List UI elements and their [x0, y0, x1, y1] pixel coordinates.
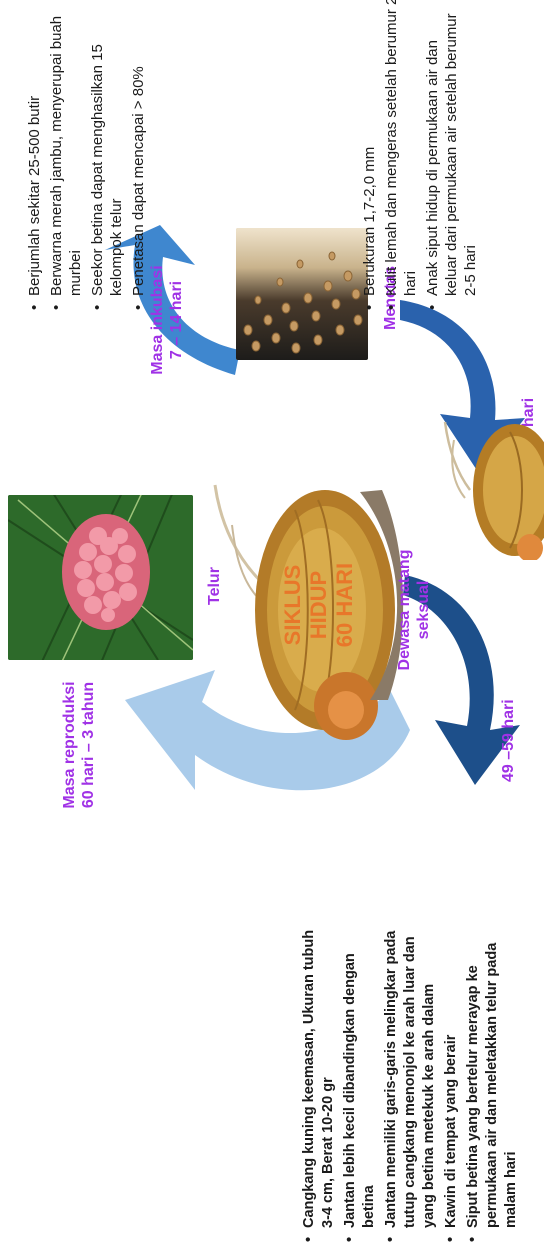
adult-fact: Kawin di tempat yang berair [442, 928, 461, 1228]
incubation-label: Masa inkubasi 7 – 14 hari [148, 250, 186, 390]
adult-fact: Cangkang kuning keemasan, Ukuran tubuh 3… [300, 928, 338, 1228]
egg-fact: Seekor betina dapat menghasilkan 15 kelo… [88, 0, 126, 296]
egg-fact: Berwarna merah jambu, menyerupai buah mu… [47, 0, 85, 296]
egg-facts-list: Berjumlah sekitar 25-500 butir Berwarna … [25, 0, 151, 310]
juvenile-snail-photo [440, 420, 544, 560]
hatchling-photo [236, 228, 368, 360]
adult-stage-label: Dewasa matang seksual [395, 530, 433, 690]
hatch-fact: Berukuran 1,7-2,0 mm [360, 0, 379, 296]
egg-stage-label: Telur [206, 567, 224, 605]
hatch-facts-list: Berukuran 1,7-2,0 mm Kulit lemah dan men… [360, 0, 483, 310]
reproduction-label: Masa reproduksi 60 hari – 3 tahun [60, 650, 98, 840]
egg-fact: Berjumlah sekitar 25-500 butir [25, 0, 44, 296]
adult-fact: Jantan lebih kecil dibandingkan dengan b… [341, 928, 379, 1228]
egg-photo [8, 495, 193, 660]
adult-fact: Jantan memiliki garis-garis melingkar pa… [382, 928, 439, 1228]
adult-fact: Siput betina yang bertelur merayap ke pe… [464, 928, 521, 1228]
maturation-duration-label: 49 –59 hari [500, 699, 518, 782]
center-title: SIKLUS HIDUP 60 HARI [280, 535, 358, 675]
hatch-fact: Kulit lemah dan mengeras setelah berumur… [382, 0, 420, 296]
hatch-fact: Anak siput hidup di permukaan air dan ke… [423, 0, 480, 296]
adult-facts-list: Cangkang kuning keemasan, Ukuran tubuh 3… [300, 928, 524, 1242]
egg-fact: Penetasan dapat mencapai > 80% [129, 0, 148, 296]
